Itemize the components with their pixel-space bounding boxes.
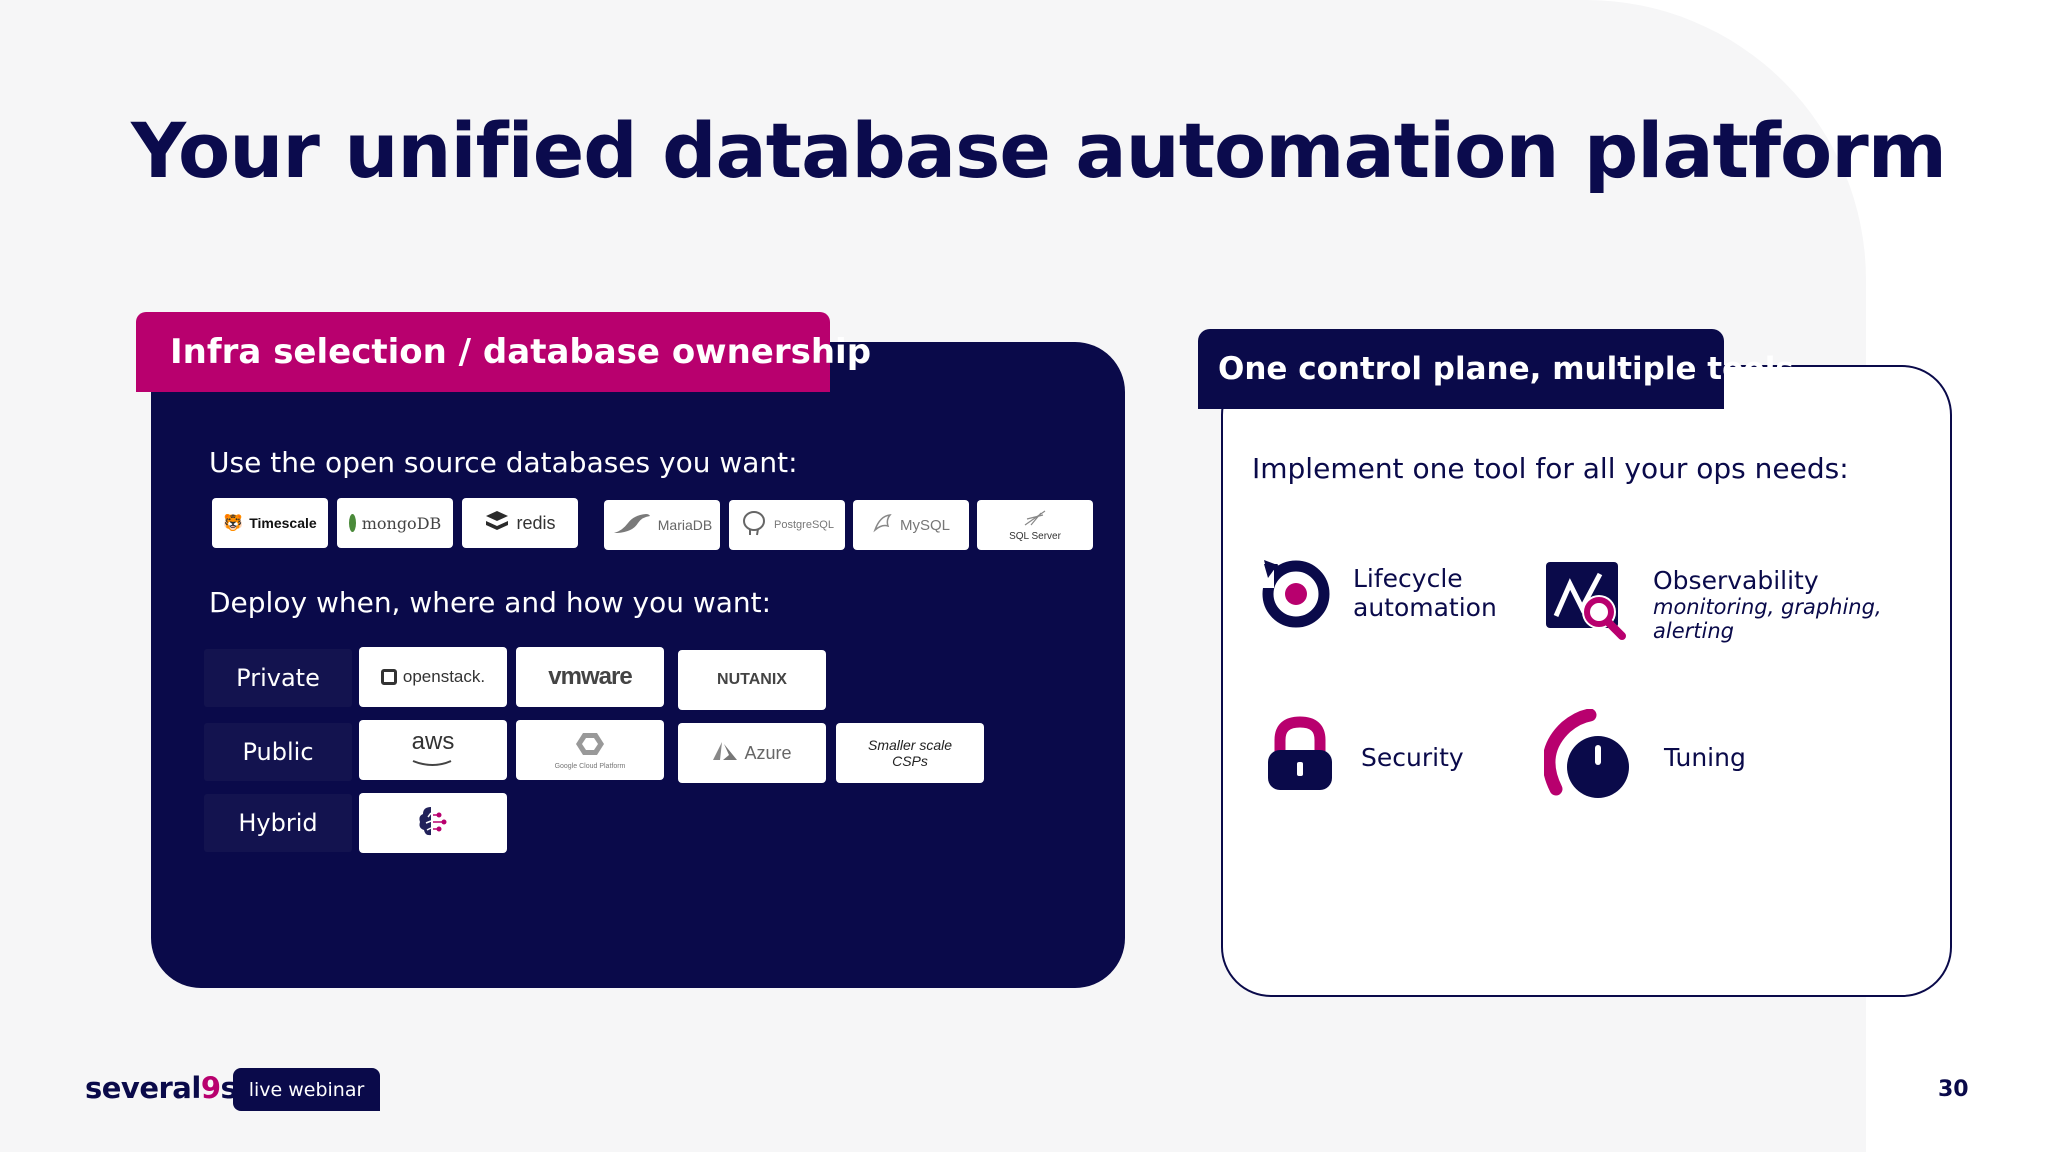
vmware-name: vmware	[548, 663, 632, 690]
timescale-logo: 🐯 Timescale	[212, 498, 328, 548]
sqlserver-name: SQL Server	[1009, 530, 1061, 542]
openstack-logo: openstack.	[359, 647, 507, 707]
control-plane-tab: One control plane, multiple tools	[1198, 329, 1794, 409]
smaller-csps-label: Smaller scale CSPs	[867, 737, 953, 769]
gcp-logo: Google Cloud Platform	[516, 720, 664, 780]
openstack-name: openstack.	[402, 667, 486, 686]
observability-sub2: alerting	[1653, 619, 1734, 643]
hexagon-icon	[575, 731, 605, 761]
lifecycle-label-line1: Lifecycle	[1353, 564, 1463, 593]
page-number: 30	[1938, 1077, 1969, 1102]
mariadb-name: MariaDB	[657, 517, 713, 533]
tuning-label: Tuning	[1664, 743, 1746, 772]
smaller-csps-card: Smaller scale CSPs	[836, 723, 984, 783]
mariadb-logo: MariaDB	[604, 500, 720, 550]
aws-name: aws	[411, 727, 455, 755]
openstack-icon	[380, 669, 397, 685]
redis-name: redis	[516, 512, 556, 533]
nutanix-name: NUTANIX	[717, 671, 787, 688]
tier-hybrid: Hybrid	[204, 794, 352, 852]
hybrid-brain-icon	[415, 803, 451, 843]
redis-logo: redis	[462, 498, 578, 548]
observability-label: Observability monitoring, graphing, aler…	[1653, 566, 1882, 643]
databases-heading: Use the open source databases you want:	[209, 446, 798, 479]
sqlserver-logo: SQL Server	[977, 500, 1093, 550]
tier-public-label: Public	[242, 738, 314, 766]
mysql-name: MySQL	[899, 516, 950, 534]
mysql-logo: MySQL	[853, 500, 969, 550]
brand-prefix: several	[85, 1071, 201, 1105]
observability-sub1: monitoring, graphing,	[1653, 595, 1882, 619]
postgresql-logo: PostgreSQL	[729, 500, 845, 550]
control-plane-tab-label: One control plane, multiple tools	[1218, 351, 1794, 387]
tier-private: Private	[204, 649, 352, 707]
tuning-gauge-icon	[1542, 708, 1634, 805]
live-webinar-label: live webinar	[248, 1078, 365, 1101]
infra-panel-tab: Infra selection / database ownership	[136, 312, 871, 392]
slide-title: Your unified database automation platfor…	[131, 106, 1947, 195]
padlock-icon	[1266, 716, 1334, 796]
seal-icon	[612, 511, 652, 539]
hybrid-card	[359, 793, 507, 853]
sql-server-icon	[1023, 509, 1047, 531]
infra-tab-label: Infra selection / database ownership	[170, 332, 872, 372]
elephant-icon	[740, 509, 768, 541]
lifecycle-label-line2: automation	[1353, 593, 1497, 622]
azure-name: Azure	[744, 742, 792, 763]
severalnines-logo: several9s	[85, 1071, 238, 1105]
observability-icon	[1544, 560, 1630, 646]
azure-logo: Azure	[678, 723, 826, 783]
lifecycle-icon	[1258, 556, 1334, 636]
vmware-logo: vmware	[516, 647, 664, 707]
observability-title: Observability	[1653, 566, 1819, 595]
tiger-icon: 🐯	[223, 515, 244, 532]
aws-logo: aws	[359, 720, 507, 780]
ops-heading: Implement one tool for all your ops need…	[1252, 452, 1849, 485]
lifecycle-label: Lifecycle automation	[1353, 564, 1497, 622]
aws-smile-icon	[411, 754, 455, 771]
live-webinar-badge: live webinar	[233, 1068, 380, 1111]
timescale-name: Timescale	[249, 515, 317, 531]
tier-private-label: Private	[236, 664, 320, 692]
cube-stack-icon	[484, 510, 510, 536]
dolphin-icon	[872, 512, 894, 538]
nutanix-logo: NUTANIX	[678, 650, 826, 710]
azure-icon	[712, 741, 738, 765]
security-label: Security	[1361, 743, 1464, 772]
brand-nine: 9	[200, 1071, 221, 1105]
leaf-icon	[348, 514, 356, 532]
deploy-heading: Deploy when, where and how you want:	[209, 586, 772, 619]
tier-hybrid-label: Hybrid	[238, 809, 318, 837]
mongodb-name: mongoDB	[361, 513, 442, 533]
mongodb-logo: mongoDB	[337, 498, 453, 548]
postgresql-name: PostgreSQL	[774, 519, 834, 531]
tier-public: Public	[204, 723, 352, 781]
gcp-name: Google Cloud Platform	[554, 762, 626, 770]
